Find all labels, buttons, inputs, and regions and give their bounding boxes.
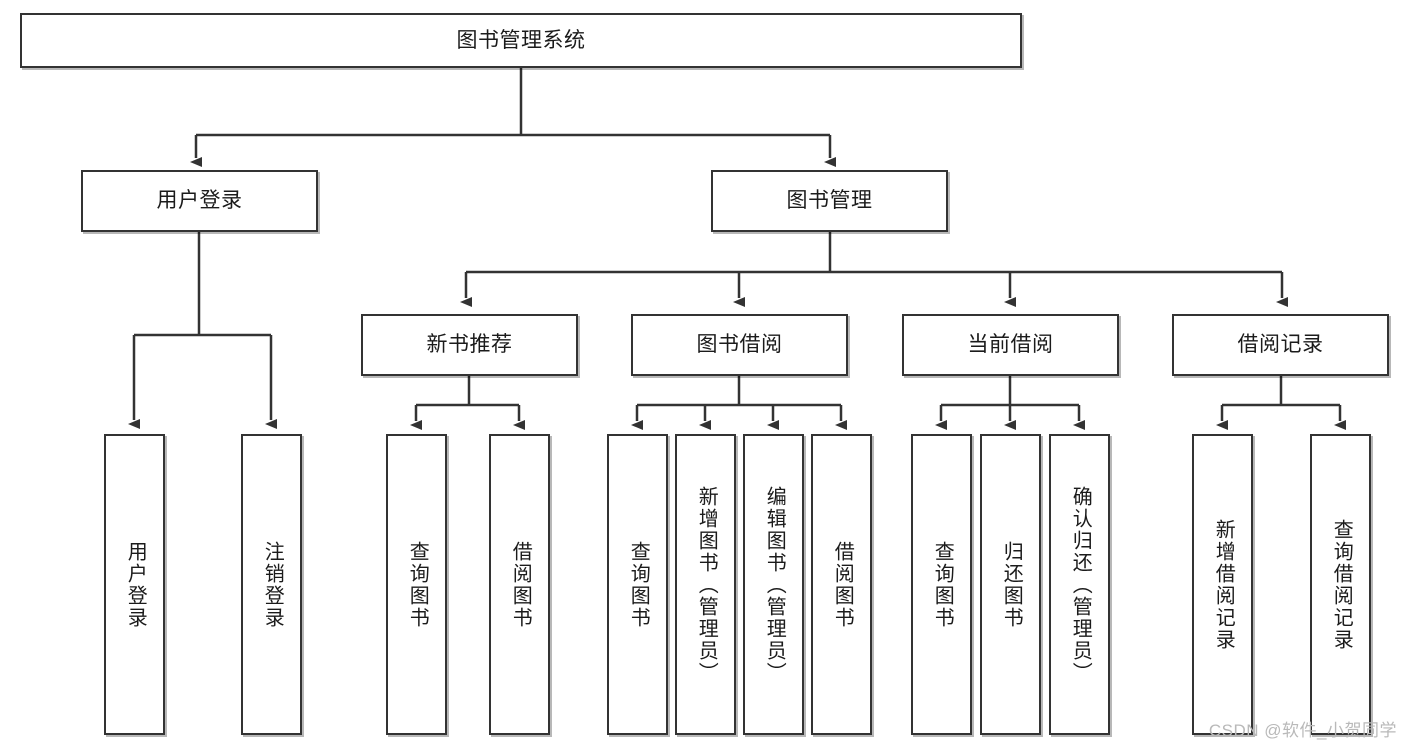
- leaf-current-borrow-return[interactable]: 归还图书: [980, 434, 1041, 735]
- node-label: 用户登录: [156, 189, 243, 213]
- node-label: 编辑图书（管理员）: [763, 485, 786, 684]
- node-label: 查询借阅记录: [1330, 518, 1353, 651]
- leaf-new-book-borrow[interactable]: 借阅图书: [489, 434, 550, 735]
- node-label: 借阅记录: [1237, 333, 1324, 357]
- node-label: 注销登录: [261, 540, 284, 629]
- leaf-book-borrow-add[interactable]: 新增图书（管理员）: [675, 434, 736, 735]
- node-label: 查询图书: [406, 540, 429, 629]
- node-book-borrow[interactable]: 图书借阅: [631, 314, 848, 376]
- node-label: 用户登录: [124, 540, 147, 629]
- node-root-system[interactable]: 图书管理系统: [20, 13, 1022, 68]
- node-label: 图书管理系统: [456, 28, 586, 52]
- leaf-current-borrow-confirm[interactable]: 确认归还（管理员）: [1049, 434, 1110, 735]
- node-borrow-record[interactable]: 借阅记录: [1172, 314, 1389, 376]
- node-current-borrow[interactable]: 当前借阅: [902, 314, 1119, 376]
- leaf-current-borrow-query[interactable]: 查询图书: [911, 434, 972, 735]
- node-label: 新增借阅记录: [1212, 518, 1235, 651]
- leaf-book-borrow-edit[interactable]: 编辑图书（管理员）: [743, 434, 804, 735]
- node-label: 确认归还（管理员）: [1069, 485, 1092, 684]
- node-user-login[interactable]: 用户登录: [81, 170, 318, 232]
- node-label: 图书管理: [786, 189, 873, 213]
- leaf-borrow-record-add[interactable]: 新增借阅记录: [1192, 434, 1253, 735]
- leaf-book-borrow-borrow[interactable]: 借阅图书: [811, 434, 872, 735]
- leaf-user-login-logout[interactable]: 注销登录: [241, 434, 302, 735]
- node-label: 查询图书: [931, 540, 954, 629]
- node-label: 新书推荐: [426, 333, 513, 357]
- leaf-borrow-record-query[interactable]: 查询借阅记录: [1310, 434, 1371, 735]
- leaf-user-login-login[interactable]: 用户登录: [104, 434, 165, 735]
- leaf-book-borrow-query[interactable]: 查询图书: [607, 434, 668, 735]
- node-label: 归还图书: [1000, 540, 1023, 629]
- node-label: 借阅图书: [509, 540, 532, 629]
- node-new-book-recommend[interactable]: 新书推荐: [361, 314, 578, 376]
- node-label: 查询图书: [627, 540, 650, 629]
- node-book-management[interactable]: 图书管理: [711, 170, 948, 232]
- leaf-new-book-query[interactable]: 查询图书: [386, 434, 447, 735]
- node-label: 当前借阅: [967, 333, 1054, 357]
- node-label: 新增图书（管理员）: [695, 485, 718, 684]
- node-label: 图书借阅: [696, 333, 783, 357]
- node-label: 借阅图书: [831, 540, 854, 629]
